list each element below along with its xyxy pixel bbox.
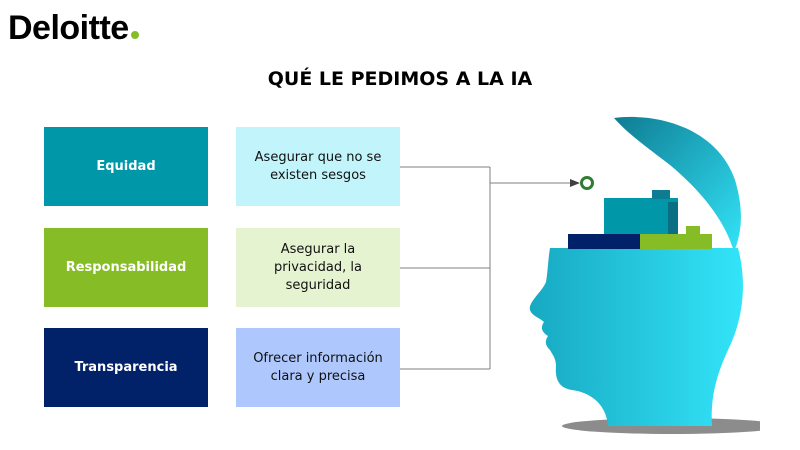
head-lid bbox=[614, 116, 741, 252]
desc-box-transparencia: Ofrecer información clara y precisa bbox=[236, 328, 400, 407]
desc-box-equidad: Asegurar que no se existen sesgos bbox=[236, 127, 400, 206]
block-teal-top bbox=[652, 190, 670, 199]
page-title: QUÉ LE PEDIMOS A LA IA bbox=[267, 68, 533, 90]
block-teal bbox=[604, 198, 678, 234]
logo-dot bbox=[130, 31, 139, 39]
logo-text: Deloitte bbox=[8, 9, 129, 47]
deloitte-logo: Deloitte bbox=[8, 6, 139, 50]
label-box-equidad: Equidad bbox=[44, 127, 208, 206]
arrow-head-icon bbox=[570, 179, 580, 187]
block-green bbox=[640, 234, 712, 249]
block-navy bbox=[568, 234, 642, 249]
head-illustration-icon bbox=[529, 116, 760, 434]
label-box-responsabilidad: Responsabilidad bbox=[44, 228, 208, 307]
block-teal-side bbox=[668, 202, 678, 234]
desc-box-responsabilidad: Asegurar la privacidad, la seguridad bbox=[236, 228, 400, 307]
block-green-small bbox=[686, 226, 700, 235]
target-circle-icon bbox=[580, 176, 594, 190]
label-box-transparencia: Transparencia bbox=[44, 328, 208, 407]
head-silhouette bbox=[529, 248, 743, 426]
